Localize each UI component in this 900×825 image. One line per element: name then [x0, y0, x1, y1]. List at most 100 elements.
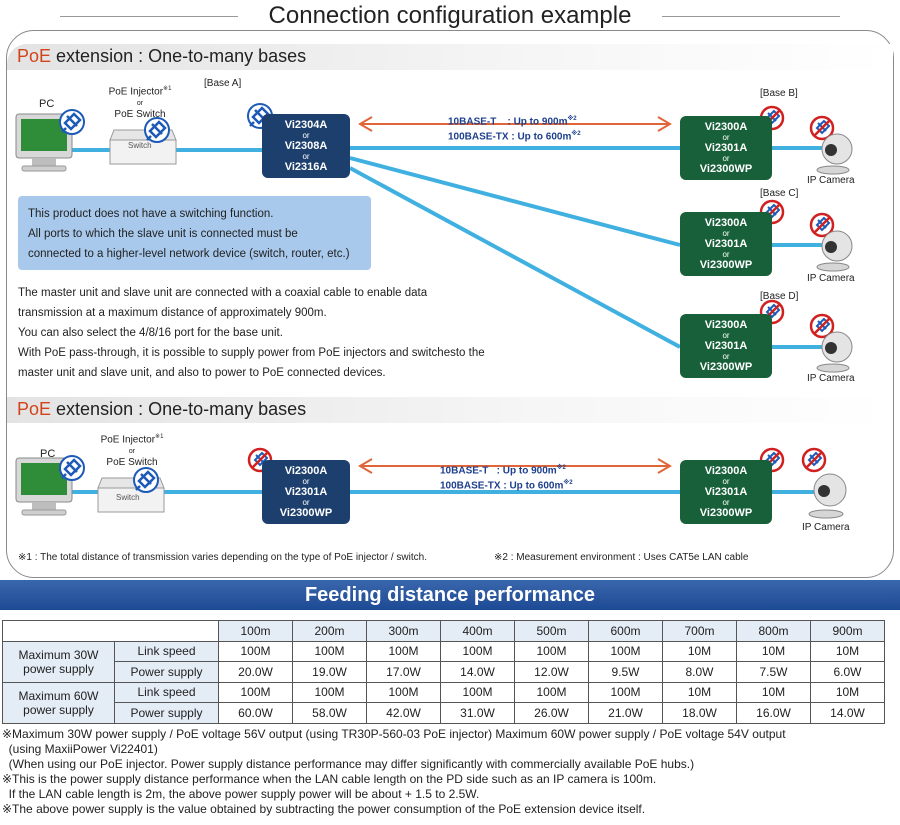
feeding-title: Feeding distance performance — [0, 580, 900, 610]
g1-power-cell: 7.5W — [736, 661, 811, 683]
g1-link-label: Link speed — [114, 640, 219, 662]
group2-label: Maximum 60W power supply — [2, 681, 115, 724]
dist-400: 400m — [440, 620, 515, 642]
note-line-2: All ports to which the slave unit is con… — [28, 228, 298, 240]
base-c-label: [Base C] — [760, 188, 799, 199]
g2-power-cell: 31.0W — [440, 702, 515, 724]
g1-link-cell: 10M — [736, 640, 811, 662]
table-row: Power supply 20.0W 19.0W 17.0W 14.0W 12.… — [3, 661, 885, 683]
speed-1-mark1: ※2 — [567, 116, 577, 122]
g1-link-cell: 10M — [810, 640, 885, 662]
pc-label-2: PC — [40, 448, 56, 460]
bottom-note-6: ※The above power supply is the value obt… — [2, 802, 646, 816]
speed-1-line1: 10BASE-T : Up to 900m — [448, 116, 568, 128]
right2-model-2: Vi2301A — [704, 486, 748, 498]
right2-model-1: Vi2300A — [704, 465, 748, 477]
no-power-icon-camera-d — [809, 313, 835, 339]
injector2-line2: PoE Switch — [106, 457, 158, 469]
footnote-1: ※1 : The total distance of transmission … — [18, 552, 427, 563]
right2-or-1: or — [722, 477, 730, 486]
performance-table: 100m 200m 300m 400m 500m 600m 700m 800m … — [2, 620, 885, 724]
section1-diagram — [15, 103, 853, 373]
note-line-3: connected to a higher-level network devi… — [28, 248, 350, 260]
table-header-row: 100m 200m 300m 400m 500m 600m 700m 800m … — [2, 620, 885, 642]
g2-power-cell: 14.0W — [810, 702, 885, 724]
camera-icon-2 — [808, 473, 847, 519]
slave-d-model-2: Vi2301A — [704, 340, 748, 352]
g2-link-cell: 100M — [588, 681, 663, 703]
camera-label-2: IP Camera — [802, 522, 850, 533]
g2-link-cell: 100M — [514, 681, 589, 703]
g2-link-cell: 100M — [440, 681, 515, 703]
speed-label-1: 10BASE-T : Up to 900m※2 100BASE-TX : Up … — [448, 113, 581, 144]
g1-link-cell: 100M — [292, 640, 367, 662]
slave-b-model-2: Vi2301A — [704, 142, 748, 154]
master-unit: Vi2304A or Vi2308A or Vi2316A — [262, 114, 350, 178]
slave-unit-b: Vi2300A or Vi2301A or Vi2300WP — [680, 116, 772, 180]
injector-line2: PoE Switch — [114, 109, 166, 121]
injector-mark: ※1 — [163, 86, 172, 92]
section1-title: extension : One-to-many bases — [51, 46, 307, 66]
cable-master-basec — [349, 156, 681, 247]
table-row: Power supply 60.0W 58.0W 42.0W 31.0W 26.… — [3, 702, 885, 724]
g2-link-label: Link speed — [114, 681, 219, 703]
bottom-note-1: ※Maximum 30W power supply / PoE voltage … — [2, 727, 786, 741]
desc-line-1: The master unit and slave unit are conne… — [18, 287, 428, 299]
slave-c-model-3: Vi2300WP — [699, 259, 753, 271]
slave-b-model-1: Vi2300A — [704, 121, 748, 133]
g1-power-label: Power supply — [114, 661, 219, 683]
camera-icon-b — [816, 133, 853, 175]
plug-icon-switch-2 — [133, 467, 159, 493]
dist-900: 900m — [810, 620, 885, 642]
injector2-or: or — [128, 448, 136, 456]
g2-power-cell: 18.0W — [662, 702, 737, 724]
injector2-mark: ※1 — [155, 434, 164, 440]
pc-label-1: PC — [39, 98, 55, 110]
g1-link-cell: 100M — [588, 640, 663, 662]
diagram-frame — [6, 30, 894, 578]
section2-header: PoE extension : One-to-many bases — [7, 397, 893, 423]
no-power-icon-camera-b — [809, 115, 835, 141]
dist-500: 500m — [514, 620, 589, 642]
g1-power-cell: 20.0W — [218, 661, 293, 683]
g2-link-cell: 100M — [218, 681, 293, 703]
g2-power-cell: 60.0W — [218, 702, 293, 724]
left2-model-1: Vi2300A — [284, 465, 328, 477]
g2-power-cell: 16.0W — [736, 702, 811, 724]
plug-icon-switch — [144, 117, 170, 143]
camera-label-d: IP Camera — [807, 373, 855, 384]
footnote-2: ※2 : Measurement environment : Uses CAT5… — [494, 552, 749, 563]
master-model-3: Vi2316A — [284, 161, 328, 173]
left-unit-2: Vi2300A or Vi2301A or Vi2300WP — [262, 460, 350, 524]
right-unit-2: Vi2300A or Vi2301A or Vi2300WP — [680, 460, 772, 524]
slave-d-or-1: or — [722, 331, 730, 340]
g2-link-cell: 10M — [736, 681, 811, 703]
slave-c-or-2: or — [722, 250, 730, 259]
desc-line-3: You can also select the 4/8/16 port for … — [18, 327, 283, 339]
slave-b-or-2: or — [722, 154, 730, 163]
bottom-notes: ※Maximum 30W power supply / PoE voltage … — [2, 727, 898, 817]
slave-b-or-1: or — [722, 133, 730, 142]
slave-c-model-2: Vi2301A — [704, 238, 748, 250]
master-or-1: or — [302, 131, 310, 140]
g1-power-cell: 19.0W — [292, 661, 367, 683]
no-power-icon-camera-c — [809, 212, 835, 238]
desc-line-4: With PoE pass-through, it is possible to… — [18, 347, 485, 359]
dist-800: 800m — [736, 620, 811, 642]
distance-arrow-2 — [358, 458, 672, 474]
section2-diagram — [15, 447, 847, 519]
bottom-note-2: (using MaxiiPower Vi22401) — [2, 742, 158, 756]
switch-text-2: Switch — [116, 493, 140, 502]
desc-line-2: transmission at a maximum distance of ap… — [18, 307, 327, 319]
injector-or: or — [136, 100, 144, 108]
g2-power-cell: 26.0W — [514, 702, 589, 724]
title-line-right — [662, 16, 840, 17]
no-power-icon-camera-2 — [801, 447, 827, 473]
slave-c-or-1: or — [722, 229, 730, 238]
speed-2-mark2: ※2 — [563, 480, 573, 487]
title-line-left — [60, 16, 238, 17]
section1-poe: PoE — [17, 46, 52, 66]
group1-label: Maximum 30W power supply — [2, 640, 115, 683]
desc-line-5: master unit and slave unit, and also to … — [18, 367, 386, 379]
g1-power-cell: 12.0W — [514, 661, 589, 683]
